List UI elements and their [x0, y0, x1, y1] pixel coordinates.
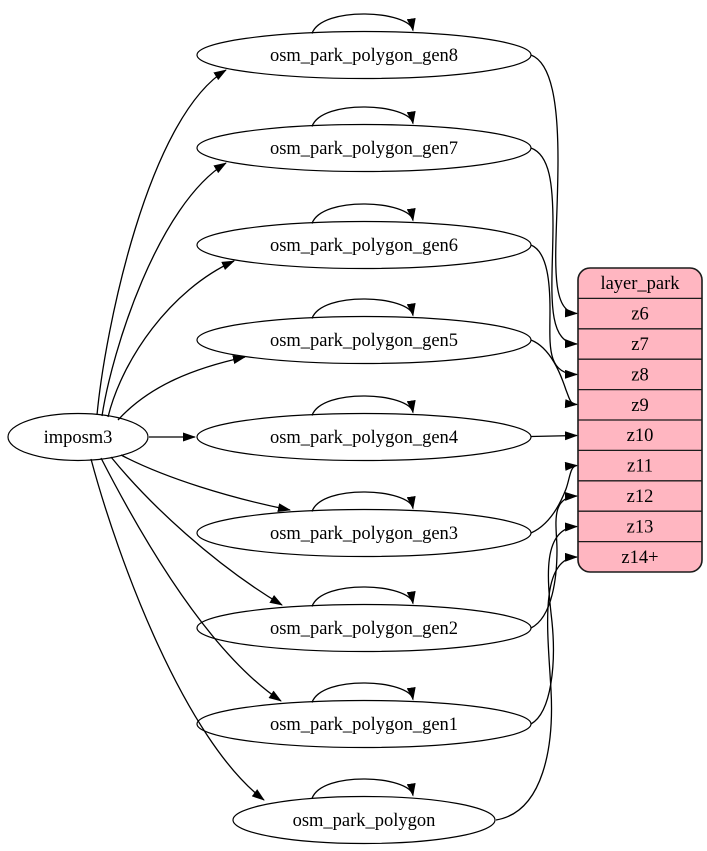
node-imposm3: imposm3 — [7, 412, 149, 462]
node-osm_park_polygon_gen1: osm_park_polygon_gen1 — [196, 699, 532, 749]
self-loop-osm_park_polygon_gen6 — [311, 203, 416, 224]
node-label-imposm3: imposm3 — [44, 428, 113, 448]
edge-osm_park_polygon_gen1-to-z13 — [530, 522, 578, 725]
edge-osm_park_polygon_gen4-to-z10 — [530, 431, 578, 441]
edge-imposm3-to-osm_park_polygon_gen7 — [101, 162, 227, 417]
node-osm_park_polygon_gen3: osm_park_polygon_gen3 — [196, 508, 532, 558]
layer-park-row-z7: z7 — [631, 335, 648, 355]
node-osm_park_polygon_gen4: osm_park_polygon_gen4 — [196, 412, 532, 462]
node-label-osm_park_polygon_gen1: osm_park_polygon_gen1 — [270, 715, 458, 735]
node-osm_park_polygon_gen6: osm_park_polygon_gen6 — [196, 220, 532, 270]
node-label-osm_park_polygon_gen8: osm_park_polygon_gen8 — [270, 46, 458, 66]
node-osm_park_polygon_gen5: osm_park_polygon_gen5 — [196, 315, 532, 365]
node-label-osm_park_polygon: osm_park_polygon — [293, 811, 436, 831]
node-label-osm_park_polygon_gen5: osm_park_polygon_gen5 — [270, 331, 458, 351]
edge-osm_park_polygon_gen3-to-z11 — [530, 461, 578, 534]
edge-imposm3-to-osm_park_polygon_gen8 — [96, 69, 227, 416]
node-label-osm_park_polygon_gen4: osm_park_polygon_gen4 — [270, 428, 458, 448]
node-osm_park_polygon_gen7: osm_park_polygon_gen7 — [196, 123, 532, 173]
node-osm_park_polygon_gen2: osm_park_polygon_gen2 — [196, 603, 532, 653]
edge-imposm3-to-osm_park_polygon_gen1 — [100, 457, 282, 702]
node-label-osm_park_polygon_gen2: osm_park_polygon_gen2 — [270, 619, 458, 639]
self-loop-osm_park_polygon_gen4 — [311, 395, 416, 416]
self-loop-osm_park_polygon_gen8 — [311, 13, 416, 34]
layer-park-header: layer_park — [600, 274, 680, 294]
layer-park-table: layer_park z6 z7 z8 z9 z10 z11 z12 z13 z14+ — [577, 267, 703, 573]
edge-imposm3-to-osm_park_polygon_gen6 — [107, 260, 235, 418]
node-osm_park_polygon: osm_park_polygon — [232, 795, 496, 845]
node-shape-imposm3 — [7, 412, 149, 462]
node-label-osm_park_polygon_gen7: osm_park_polygon_gen7 — [270, 139, 458, 159]
layer-park-row-z6: z6 — [631, 305, 648, 325]
self-loop-osm_park_polygon_gen5 — [311, 298, 416, 319]
edge-imposm3-to-osm_park_polygon_gen2 — [110, 456, 283, 606]
edge-osm_park_polygon_gen8-to-z6 — [530, 54, 578, 318]
layer-park-row-z11: z11 — [627, 457, 653, 477]
layer-park-row-z8: z8 — [631, 365, 648, 385]
node-shape-osm_park_polygon — [232, 795, 496, 845]
layer-park-row-z10: z10 — [627, 426, 654, 446]
self-loop-osm_park_polygon_gen2 — [311, 586, 416, 607]
node-osm_park_polygon_gen8: osm_park_polygon_gen8 — [196, 30, 532, 80]
edge-imposm3-to-osm_park_polygon — [90, 458, 265, 801]
edge-osm_park_polygon_gen2-to-z12 — [530, 491, 578, 629]
edge-osm_park_polygon-to-z14plus — [495, 552, 578, 821]
edge-osm_park_polygon_gen6-to-z8 — [530, 244, 578, 379]
node-label-osm_park_polygon_gen6: osm_park_polygon_gen6 — [270, 236, 458, 256]
layer-park-row-z9: z9 — [631, 396, 648, 416]
self-loop-osm_park_polygon_gen3 — [311, 491, 416, 512]
self-loop-osm_park_polygon_gen7 — [311, 106, 416, 127]
layer-park-row-z12: z12 — [627, 487, 654, 507]
self-loop-osm_park_polygon — [311, 778, 416, 799]
layer-park-row-z14plus: z14+ — [621, 548, 658, 568]
edge-imposm3-to-osm_park_polygon_gen3 — [120, 454, 291, 513]
edge-osm_park_polygon_gen5-to-z9 — [530, 339, 578, 409]
self-loop-osm_park_polygon_gen1 — [311, 682, 416, 703]
node-shape-osm_park_polygon_gen4 — [196, 412, 532, 462]
layer-park-row-z13: z13 — [627, 517, 654, 537]
node-label-osm_park_polygon_gen3: osm_park_polygon_gen3 — [270, 524, 458, 544]
edge-osm_park_polygon_gen7-to-z7 — [530, 147, 578, 349]
edge-imposm3-to-osm_park_polygon_gen5 — [117, 355, 246, 421]
